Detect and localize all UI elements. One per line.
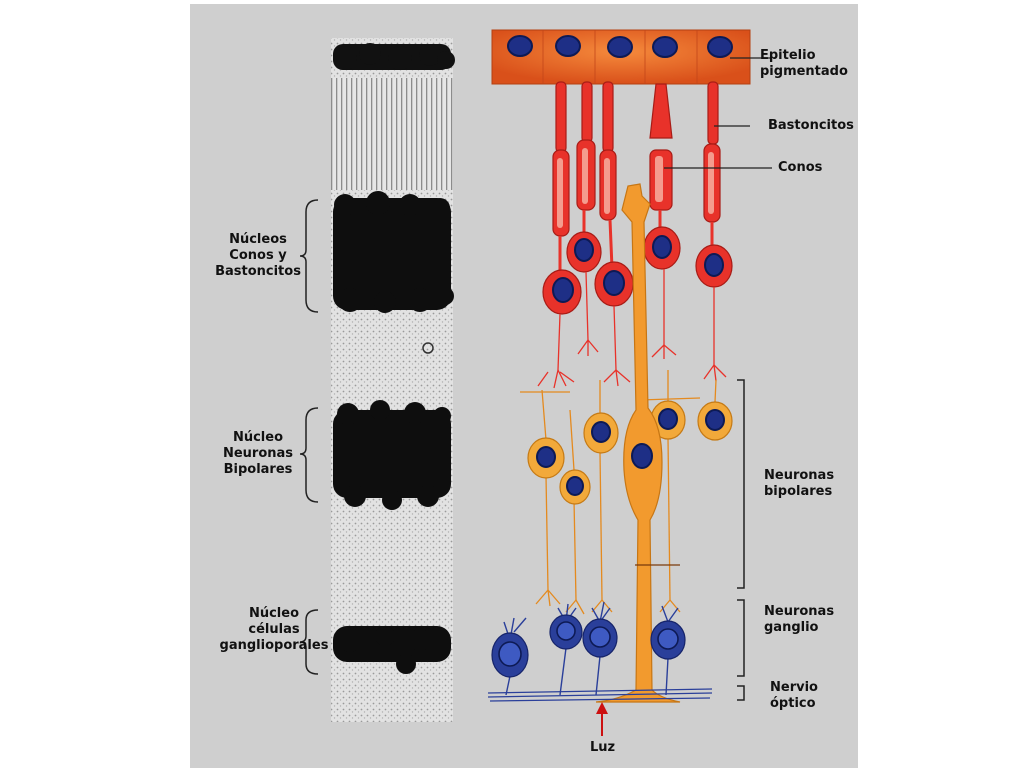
outer-nuclear-layer (333, 191, 454, 313)
label-neuronas-ganglio: Neuronas ganglio (764, 604, 835, 635)
label-nucleos-conos-bastoncitos: Núcleos Conos y Bastoncitos (215, 232, 301, 279)
label-epitelio-pigmentado: Epitelio pigmentado (760, 48, 848, 79)
label-nucleo-bipolares: Núcleo Neuronas Bipolares (222, 430, 294, 477)
label-conos: Conos (778, 160, 823, 175)
photoreceptor-nuclei (552, 235, 724, 303)
pigment-epithelium (491, 29, 751, 85)
light-arrow (596, 702, 608, 736)
pigment-band (333, 43, 455, 70)
left-brackets (299, 199, 319, 675)
ganglion-cell-layer (333, 626, 451, 674)
inner-nuclear-layer (333, 400, 451, 510)
photoreceptor-segment-layer (331, 78, 453, 190)
ganglion-cells (491, 601, 686, 696)
label-luz: Luz (590, 740, 616, 755)
bipolar-cells (520, 370, 733, 615)
muller-cell (595, 183, 681, 703)
leader-lines (664, 57, 772, 169)
label-nervio-optico: Nervio óptico (770, 680, 818, 711)
label-neuronas-bipolares: Neuronas bipolares (764, 468, 835, 499)
photoreceptor-axons (537, 269, 727, 389)
optic-nerve-fibers (487, 688, 713, 702)
histology-section (331, 38, 455, 722)
label-bastoncitos: Bastoncitos (768, 118, 854, 133)
label-nucleo-ganglio: Núcleo células ganglioporales (219, 606, 329, 653)
right-brackets (737, 379, 745, 701)
